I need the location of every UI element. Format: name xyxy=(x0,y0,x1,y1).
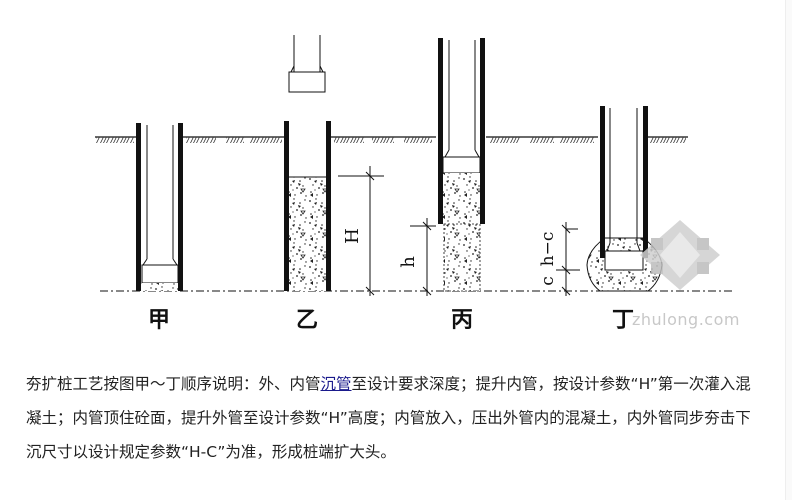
watermark-text: zhulong.com xyxy=(632,310,740,329)
stage-bing-pile xyxy=(438,38,485,292)
dimension-H xyxy=(338,166,384,296)
dimension-c-h-c xyxy=(556,222,580,296)
stage-label-bing: 丙 xyxy=(451,308,474,333)
description-text-part1: 夯扩桩工艺按图甲～丁顺序说明：外、内管 xyxy=(26,375,321,393)
dimension-label-c: c xyxy=(538,276,558,286)
stage-yi-pile xyxy=(284,35,331,291)
stage-label-yi: 乙 xyxy=(296,308,319,333)
stage-label-ding: 丁 xyxy=(612,308,635,333)
zhulong-watermark-logo-icon xyxy=(640,220,720,290)
dimension-h xyxy=(410,218,436,296)
stage-label-jia: 甲 xyxy=(148,308,171,333)
dimension-label-h: h xyxy=(398,256,419,268)
process-description: 夯扩桩工艺按图甲～丁顺序说明：外、内管沉管至设计要求深度；提升内管，按设计参数“… xyxy=(26,367,766,469)
sinking-pipe-link[interactable]: 沉管 xyxy=(320,375,352,393)
page-right-border xyxy=(785,0,792,500)
stage-jia-pile xyxy=(136,123,183,291)
dimension-label-H: H xyxy=(342,228,363,244)
rammed-pile-process-diagram: H h h−c c xyxy=(95,35,732,296)
description-text-part2: 至设计要求深度；提升内管，按设计参数“H”第一次灌入混凝土；内管顶住砼面，提升外… xyxy=(26,375,751,461)
ground-hatching xyxy=(96,137,686,143)
dimension-label-h-minus-c: h−c xyxy=(538,232,558,267)
